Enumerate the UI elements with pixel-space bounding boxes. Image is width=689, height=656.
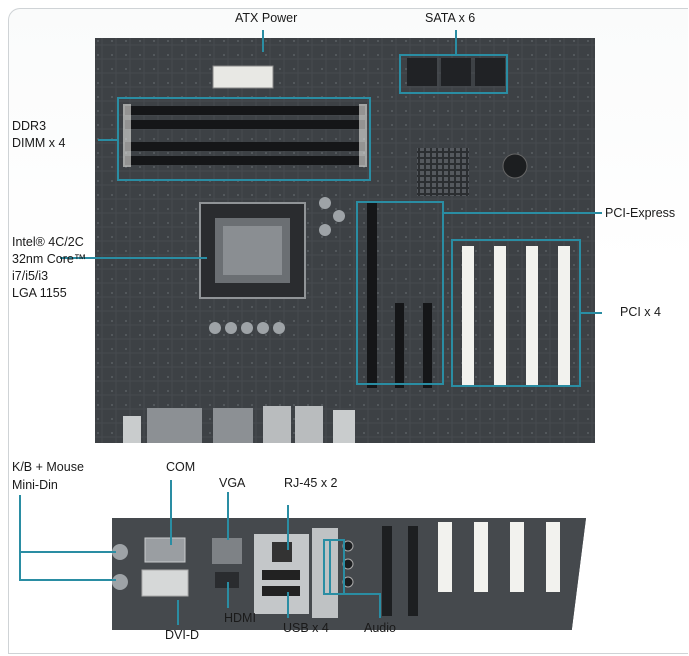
chipset-heatsink: [417, 148, 469, 196]
label-kb-mouse: K/B + Mouse: [12, 460, 84, 474]
vga-port: [212, 538, 242, 564]
label-hdmi: HDMI: [224, 611, 256, 625]
motherboard-image: [95, 38, 595, 443]
label-cpu-line3: i7/i5/i3: [12, 269, 49, 283]
capacitors: [209, 197, 345, 334]
label-cpu-line2: 32nm Core™: [12, 252, 87, 266]
label-rj45: RJ-45 x 2: [284, 476, 338, 490]
label-com: COM: [166, 460, 196, 474]
dvi-port: [141, 569, 189, 597]
cmos-battery: [502, 153, 528, 179]
motherboard-drawing: [95, 38, 595, 443]
pcie-highlight: [356, 201, 444, 385]
label-dimm: DIMM x 4: [12, 136, 66, 150]
cpu-socket: [199, 202, 306, 299]
rear-io-ports: [123, 406, 355, 443]
atx-power-connector: [212, 65, 274, 89]
label-usb: USB x 4: [283, 621, 329, 635]
pci-highlight: [451, 239, 581, 387]
rear-io-drawing: [112, 518, 586, 630]
dimm-slots: [123, 104, 367, 167]
audio-highlight: [323, 539, 345, 595]
ps2-port-bottom: [112, 574, 128, 590]
ps2-port-top: [112, 544, 128, 560]
rear-io-image: [112, 518, 586, 630]
label-mini-din: Mini-Din: [12, 478, 58, 492]
hdmi-port: [215, 572, 239, 588]
sata-highlight: [399, 54, 508, 94]
label-audio: Audio: [364, 621, 396, 635]
label-pci: PCI x 4: [620, 305, 661, 319]
label-cpu-line1: Intel® 4C/2C: [12, 235, 84, 249]
sata-connectors: [407, 58, 505, 86]
com-port: [144, 537, 186, 563]
label-atx-power: ATX Power: [235, 11, 298, 25]
label-vga: VGA: [219, 476, 246, 490]
label-ddr3: DDR3: [12, 119, 47, 133]
pci-slots: [462, 246, 570, 386]
label-dvi: DVI-D: [165, 628, 200, 642]
label-pci-express: PCI-Express: [605, 206, 676, 220]
pcie-slots: [367, 203, 432, 388]
kb-mouse-leader: [19, 495, 116, 581]
dimm-highlight: [117, 97, 371, 181]
label-sata: SATA x 6: [425, 11, 476, 25]
label-cpu-line4: LGA 1155: [12, 286, 67, 300]
audio-leader: [329, 540, 381, 618]
